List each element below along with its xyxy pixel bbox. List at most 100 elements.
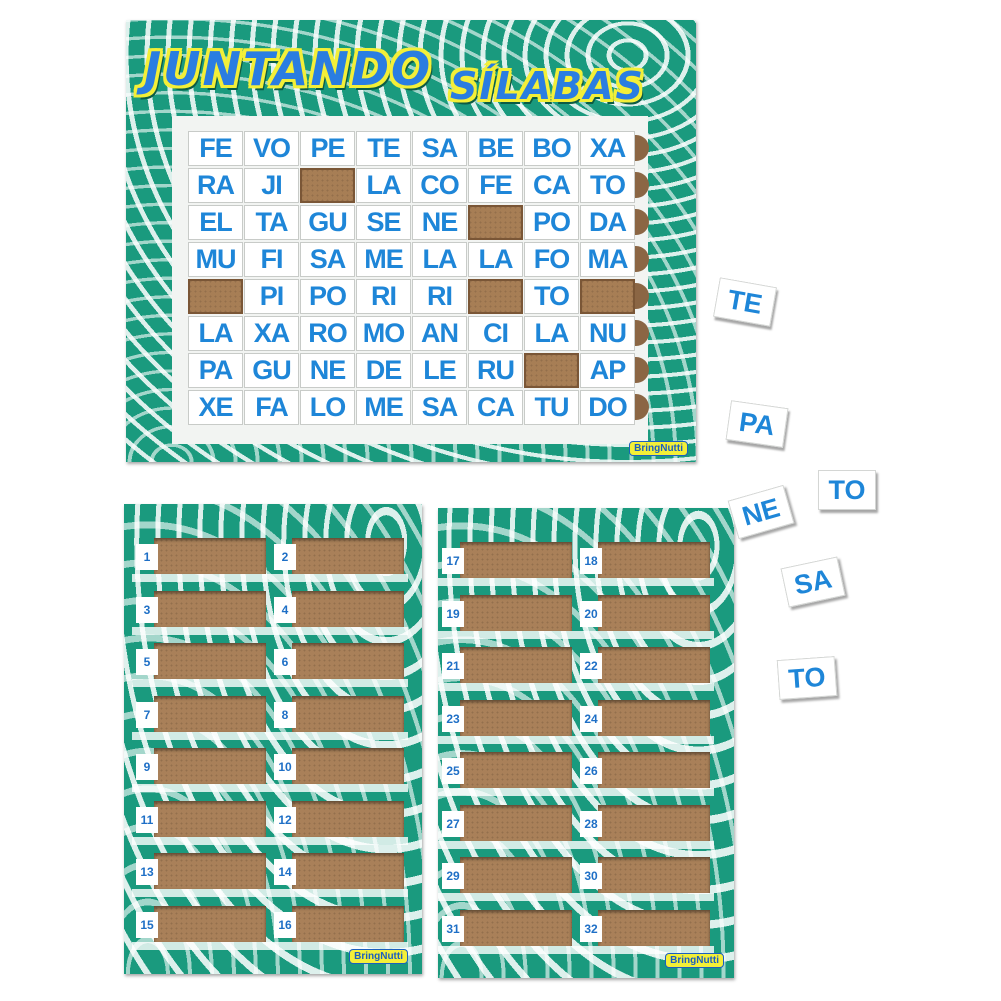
slot-recess[interactable]: [460, 542, 572, 578]
syllable-tile[interactable]: TA: [244, 205, 299, 240]
answer-slot[interactable]: 25: [438, 748, 576, 801]
answer-slot[interactable]: 10: [270, 744, 408, 797]
slot-recess[interactable]: [154, 643, 266, 679]
slot-recess[interactable]: [292, 748, 404, 784]
slot-recess[interactable]: [292, 905, 404, 942]
syllable-tile[interactable]: FI: [244, 242, 299, 277]
answer-slot[interactable]: 24: [576, 696, 714, 749]
slot-recess[interactable]: [154, 538, 266, 574]
empty-tile-slot[interactable]: [468, 205, 523, 240]
syllable-tile[interactable]: LA: [356, 168, 411, 203]
slot-recess[interactable]: [292, 695, 404, 732]
syllable-tile[interactable]: GU: [244, 353, 299, 388]
syllable-tile[interactable]: MA: [580, 242, 635, 277]
slot-recess[interactable]: [598, 804, 710, 841]
syllable-tile[interactable]: FO: [524, 242, 579, 277]
answer-slot[interactable]: 30: [576, 853, 714, 906]
syllable-tile[interactable]: LA: [524, 316, 579, 351]
syllable-tile[interactable]: SA: [300, 242, 355, 277]
loose-syllable-tile[interactable]: TO: [776, 656, 838, 700]
syllable-tile[interactable]: PO: [524, 205, 579, 240]
slot-recess[interactable]: [460, 647, 572, 683]
answer-slot[interactable]: 23: [438, 696, 576, 749]
slot-recess[interactable]: [598, 647, 710, 683]
answer-slot[interactable]: 5: [132, 639, 270, 692]
syllable-tile[interactable]: DE: [356, 353, 411, 388]
syllable-tile[interactable]: FE: [188, 131, 243, 166]
answer-slot[interactable]: 21: [438, 643, 576, 696]
syllable-tile[interactable]: CA: [468, 390, 523, 425]
loose-syllable-tile[interactable]: TE: [712, 277, 778, 327]
syllable-tile[interactable]: AN: [412, 316, 467, 351]
syllable-tile[interactable]: PE: [300, 131, 355, 166]
syllable-tile[interactable]: LA: [412, 242, 467, 277]
answer-slot[interactable]: 32: [576, 906, 714, 959]
slot-recess[interactable]: [460, 909, 572, 946]
answer-slot[interactable]: 8: [270, 692, 408, 745]
answer-slot[interactable]: 28: [576, 801, 714, 854]
slot-recess[interactable]: [460, 804, 572, 841]
syllable-tile[interactable]: EL: [188, 205, 243, 240]
syllable-tile[interactable]: TO: [524, 279, 579, 314]
syllable-tile[interactable]: CO: [412, 168, 467, 203]
syllable-tile[interactable]: VO: [244, 131, 299, 166]
syllable-tile[interactable]: LA: [468, 242, 523, 277]
slot-recess[interactable]: [292, 538, 404, 574]
syllable-tile[interactable]: XE: [188, 390, 243, 425]
syllable-tile[interactable]: LO: [300, 390, 355, 425]
answer-slot[interactable]: 3: [132, 587, 270, 640]
syllable-tile[interactable]: CI: [468, 316, 523, 351]
slot-recess[interactable]: [154, 748, 266, 784]
slot-recess[interactable]: [598, 752, 710, 788]
syllable-tile[interactable]: XA: [244, 316, 299, 351]
slot-recess[interactable]: [460, 594, 572, 631]
slot-recess[interactable]: [154, 800, 266, 837]
slot-recess[interactable]: [292, 800, 404, 837]
syllable-tile[interactable]: SA: [412, 131, 467, 166]
slot-recess[interactable]: [598, 542, 710, 578]
slot-recess[interactable]: [598, 594, 710, 631]
answer-slot[interactable]: 18: [576, 538, 714, 591]
syllable-tile[interactable]: TE: [356, 131, 411, 166]
answer-slot[interactable]: 20: [576, 591, 714, 644]
answer-slot[interactable]: 1: [132, 534, 270, 587]
answer-slot[interactable]: 14: [270, 849, 408, 902]
answer-slot[interactable]: 15: [132, 902, 270, 955]
empty-tile-slot[interactable]: [580, 279, 635, 314]
syllable-tile[interactable]: TU: [524, 390, 579, 425]
syllable-tile[interactable]: TO: [580, 168, 635, 203]
empty-tile-slot[interactable]: [300, 168, 355, 203]
slot-recess[interactable]: [292, 853, 404, 889]
slot-recess[interactable]: [154, 590, 266, 627]
slot-recess[interactable]: [154, 695, 266, 732]
syllable-tile[interactable]: RU: [468, 353, 523, 388]
syllable-tile[interactable]: RO: [300, 316, 355, 351]
answer-slot[interactable]: 6: [270, 639, 408, 692]
syllable-tile[interactable]: FE: [468, 168, 523, 203]
slot-recess[interactable]: [598, 909, 710, 946]
syllable-tile[interactable]: RI: [412, 279, 467, 314]
loose-syllable-tile[interactable]: NE: [727, 484, 795, 540]
syllable-tile[interactable]: MU: [188, 242, 243, 277]
slot-recess[interactable]: [598, 699, 710, 736]
syllable-tile[interactable]: ME: [356, 390, 411, 425]
syllable-tile[interactable]: RA: [188, 168, 243, 203]
loose-syllable-tile[interactable]: SA: [780, 556, 846, 608]
syllable-tile[interactable]: SA: [412, 390, 467, 425]
slot-recess[interactable]: [154, 905, 266, 942]
answer-slot[interactable]: 11: [132, 797, 270, 850]
answer-slot[interactable]: 4: [270, 587, 408, 640]
syllable-tile[interactable]: ME: [356, 242, 411, 277]
loose-syllable-tile[interactable]: TO: [818, 470, 876, 510]
syllable-tile[interactable]: PA: [188, 353, 243, 388]
slot-recess[interactable]: [292, 590, 404, 627]
syllable-tile[interactable]: NU: [580, 316, 635, 351]
loose-syllable-tile[interactable]: PA: [725, 400, 789, 448]
answer-slot[interactable]: 13: [132, 849, 270, 902]
syllable-tile[interactable]: CA: [524, 168, 579, 203]
syllable-tile[interactable]: BO: [524, 131, 579, 166]
syllable-tile[interactable]: LE: [412, 353, 467, 388]
answer-slot[interactable]: 12: [270, 797, 408, 850]
syllable-tile[interactable]: NE: [412, 205, 467, 240]
syllable-tile[interactable]: PI: [244, 279, 299, 314]
